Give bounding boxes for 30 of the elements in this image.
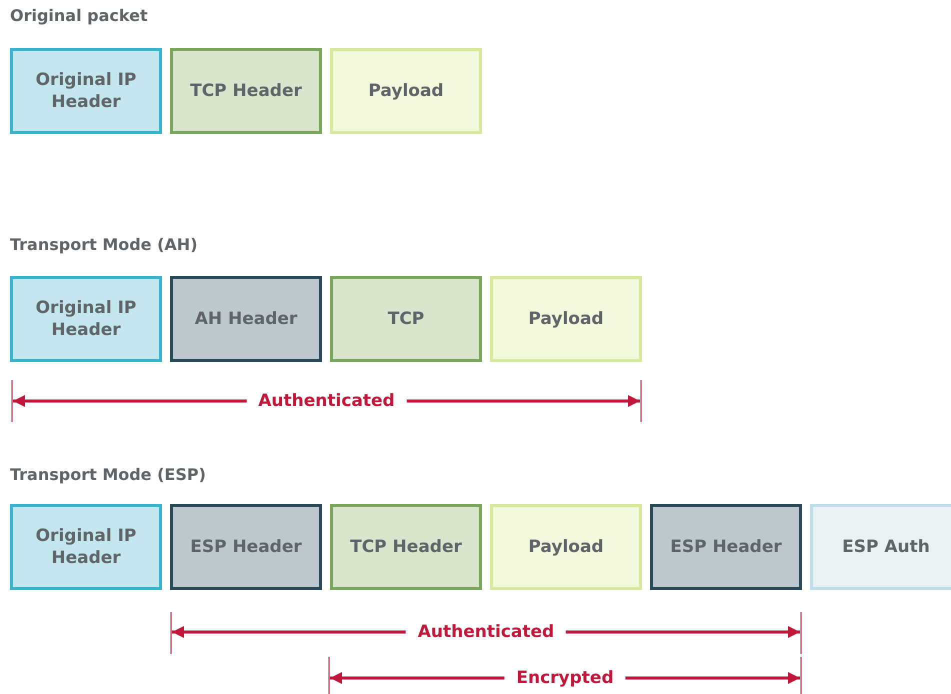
span-label: Encrypted (504, 668, 626, 688)
section-heading: Transport Mode (AH) (10, 235, 198, 254)
packet-field-box (330, 48, 482, 134)
packet-field-box (170, 276, 322, 362)
packet-field-box (330, 276, 482, 362)
packet-field-box (810, 504, 951, 590)
section-heading: Transport Mode (ESP) (10, 465, 206, 484)
field-label: TCP Header (350, 536, 462, 558)
field-label: Original IP Header (34, 525, 138, 569)
field-label: Payload (528, 308, 604, 330)
packet-field-box (650, 504, 802, 590)
field-label: AH Header (194, 308, 298, 330)
packet-field-box (170, 48, 322, 134)
field-label: ESP Auth (842, 536, 930, 558)
packet-field-box (170, 504, 322, 590)
field-label: Payload (368, 80, 444, 102)
field-label: ESP Header (190, 536, 302, 558)
packet-field-box (10, 48, 162, 134)
field-label: TCP Header (190, 80, 302, 102)
field-label: ESP Header (670, 536, 782, 558)
field-label: TCP (388, 308, 424, 330)
field-label: Original IP Header (34, 69, 138, 113)
packet-field-box (330, 504, 482, 590)
packet-field-box (490, 504, 642, 590)
field-label: Original IP Header (34, 297, 138, 341)
field-label: Payload (528, 536, 604, 558)
packet-field-box (10, 276, 162, 362)
packet-field-box (490, 276, 642, 362)
section-heading: Original packet (10, 6, 148, 25)
packet-field-box (10, 504, 162, 590)
